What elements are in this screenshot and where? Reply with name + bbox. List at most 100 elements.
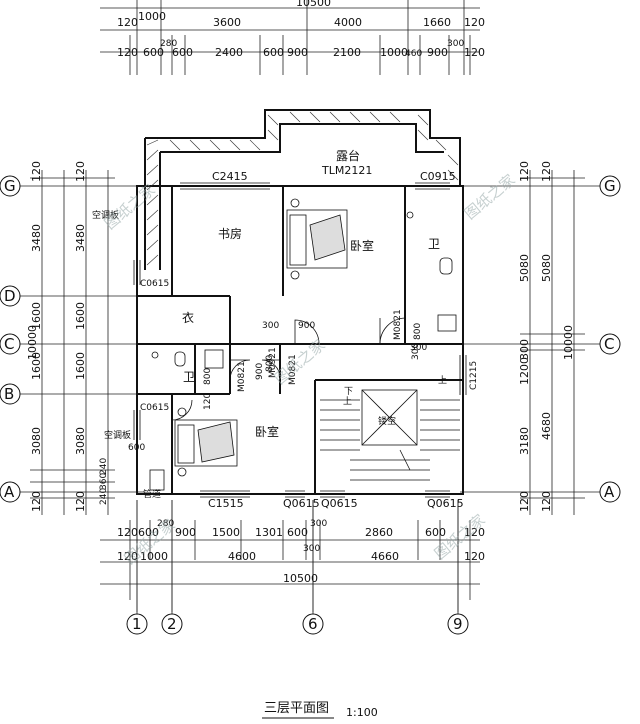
dim-label: 120	[464, 16, 485, 29]
axis-label-c: C	[604, 335, 614, 353]
dim-label: 1500	[212, 526, 240, 539]
door-tlm2121: TLM2121	[321, 164, 372, 177]
dim-label: 120	[117, 550, 138, 563]
dim-label: 5080	[540, 254, 553, 282]
dim-label: 3180	[518, 427, 531, 455]
watermark: 图纸之家	[101, 181, 159, 233]
dim-label: 1301	[255, 526, 283, 539]
dim-label: 600	[172, 46, 193, 59]
bed-icon	[286, 209, 348, 269]
door-tag: M0921	[268, 347, 278, 378]
axis-label-g: G	[604, 177, 616, 195]
room-terrace: 露台	[336, 148, 360, 163]
dim-label: 2860	[365, 526, 393, 539]
note-small-dim: 600	[128, 443, 145, 453]
dim-label: 4680	[540, 412, 553, 440]
dim-label: 900	[175, 526, 196, 539]
dim-label: 120	[464, 46, 485, 59]
room-bedroom-1: 卧室	[350, 238, 374, 253]
dim-label: 4600	[228, 550, 256, 563]
dim-label: 120	[117, 46, 138, 59]
dim-label: 120	[518, 161, 531, 182]
dim-label: 280	[160, 39, 177, 49]
stair-down: 下	[344, 387, 353, 397]
note-small-dim: 900	[255, 363, 265, 380]
note-misc: 管道	[143, 488, 161, 500]
dim-label: 120	[540, 161, 553, 182]
note-small-dim: 900	[298, 321, 315, 331]
toilet-icon	[439, 257, 453, 275]
dim-label: 120	[464, 550, 485, 563]
dim-label: 1000	[380, 46, 408, 59]
note-small-dim: 120	[203, 393, 213, 410]
dim-label: 460	[405, 49, 422, 59]
dim-label: 3480	[74, 224, 87, 252]
dim-top-total: 10500	[296, 0, 331, 9]
note-small-dim: 300	[262, 321, 279, 331]
dim-label: 600	[143, 46, 164, 59]
right-dims: 120 5080 300 1200 3180 120 120 5080 4680…	[518, 161, 575, 512]
room-bedroom-2: 卧室	[255, 424, 279, 439]
dim-label: 900	[287, 46, 308, 59]
window-tag: C1515	[208, 497, 244, 510]
stair-up: 上	[343, 396, 352, 407]
window-tag: C0615	[140, 403, 169, 413]
dim-label: 120	[30, 491, 43, 512]
dim-label: 1660	[423, 16, 451, 29]
note-ac-board: 空调板	[104, 429, 131, 441]
stair-up: 上	[438, 375, 447, 386]
dim-label: 1600	[74, 352, 87, 380]
dim-label: 120	[117, 16, 138, 29]
dim-label: 600	[263, 46, 284, 59]
doors	[171, 317, 406, 421]
window-tag: Q0615	[283, 497, 320, 510]
room-bath-1: 卫	[428, 237, 440, 251]
dim-label: 120	[30, 161, 43, 182]
dim-label: 4000	[334, 16, 362, 29]
room-closet: 衣	[182, 310, 194, 325]
axis-label-6: 6	[308, 615, 318, 633]
dim-label: 900	[427, 46, 448, 59]
axis-bubbles	[0, 175, 621, 635]
drawing-title: 三层平面图	[264, 701, 329, 716]
window-tag: C0915	[420, 170, 456, 183]
dim-label: 1600	[30, 352, 43, 380]
dim-label: 2100	[333, 46, 361, 59]
sink-icon	[437, 314, 457, 332]
room-study: 书房	[218, 226, 242, 241]
staircase	[320, 389, 460, 481]
dim-label: 4660	[371, 550, 399, 563]
dim-label: 3080	[74, 427, 87, 455]
furniture	[149, 198, 457, 491]
dim-label: 300	[447, 39, 464, 49]
dim-label: 120	[74, 491, 87, 512]
watermark: 图纸之家	[461, 171, 519, 223]
dim-label: 120	[74, 161, 87, 182]
room-bath-2: 卫	[183, 370, 195, 384]
dim-label: 120	[540, 491, 553, 512]
window-tag: Q0615	[321, 497, 358, 510]
dim-label: 3080	[30, 427, 43, 455]
axis-label-a: A	[4, 483, 15, 501]
stair-void: 镂空	[378, 415, 396, 427]
dim-label: 600	[287, 526, 308, 539]
bed-icon	[174, 419, 238, 467]
dim-left-total: 10000	[26, 325, 39, 360]
dim-label: 3600	[213, 16, 241, 29]
note-small-dim: 300	[411, 343, 421, 360]
window-tag: C1215	[469, 361, 479, 390]
dim-label: 5080	[518, 254, 531, 282]
axis-label-g: G	[4, 177, 16, 195]
axis-label-1: 1	[132, 615, 142, 633]
note-small-dim: 800	[413, 323, 423, 340]
dim-label: 300	[518, 339, 531, 360]
door-tag: M0821	[393, 309, 403, 340]
axis-label-c: C	[4, 335, 14, 353]
toilet-icon	[174, 351, 186, 367]
note-small-dim: 800	[265, 355, 275, 372]
dim-right-total: 10000	[562, 325, 575, 360]
dim-label: 1000	[138, 10, 166, 23]
dim-label: 3480	[30, 224, 43, 252]
door-tag: M0821	[288, 354, 298, 385]
